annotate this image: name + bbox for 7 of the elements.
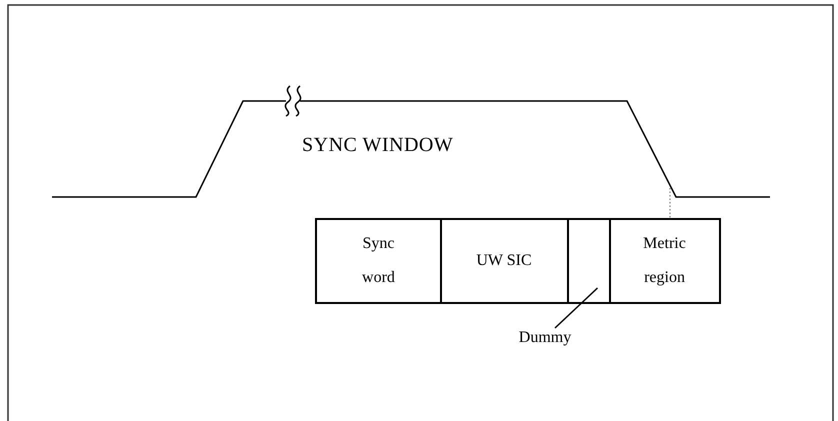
field-cell: UW SIC [441,218,569,304]
field-cell: Metric region [610,218,721,304]
window-label: SYNC WINDOW [302,133,454,158]
field-cell: Sync word [315,218,442,304]
empty-field-cell [568,218,611,304]
callout-text: Dummy [500,326,590,350]
leader-line [554,287,598,329]
